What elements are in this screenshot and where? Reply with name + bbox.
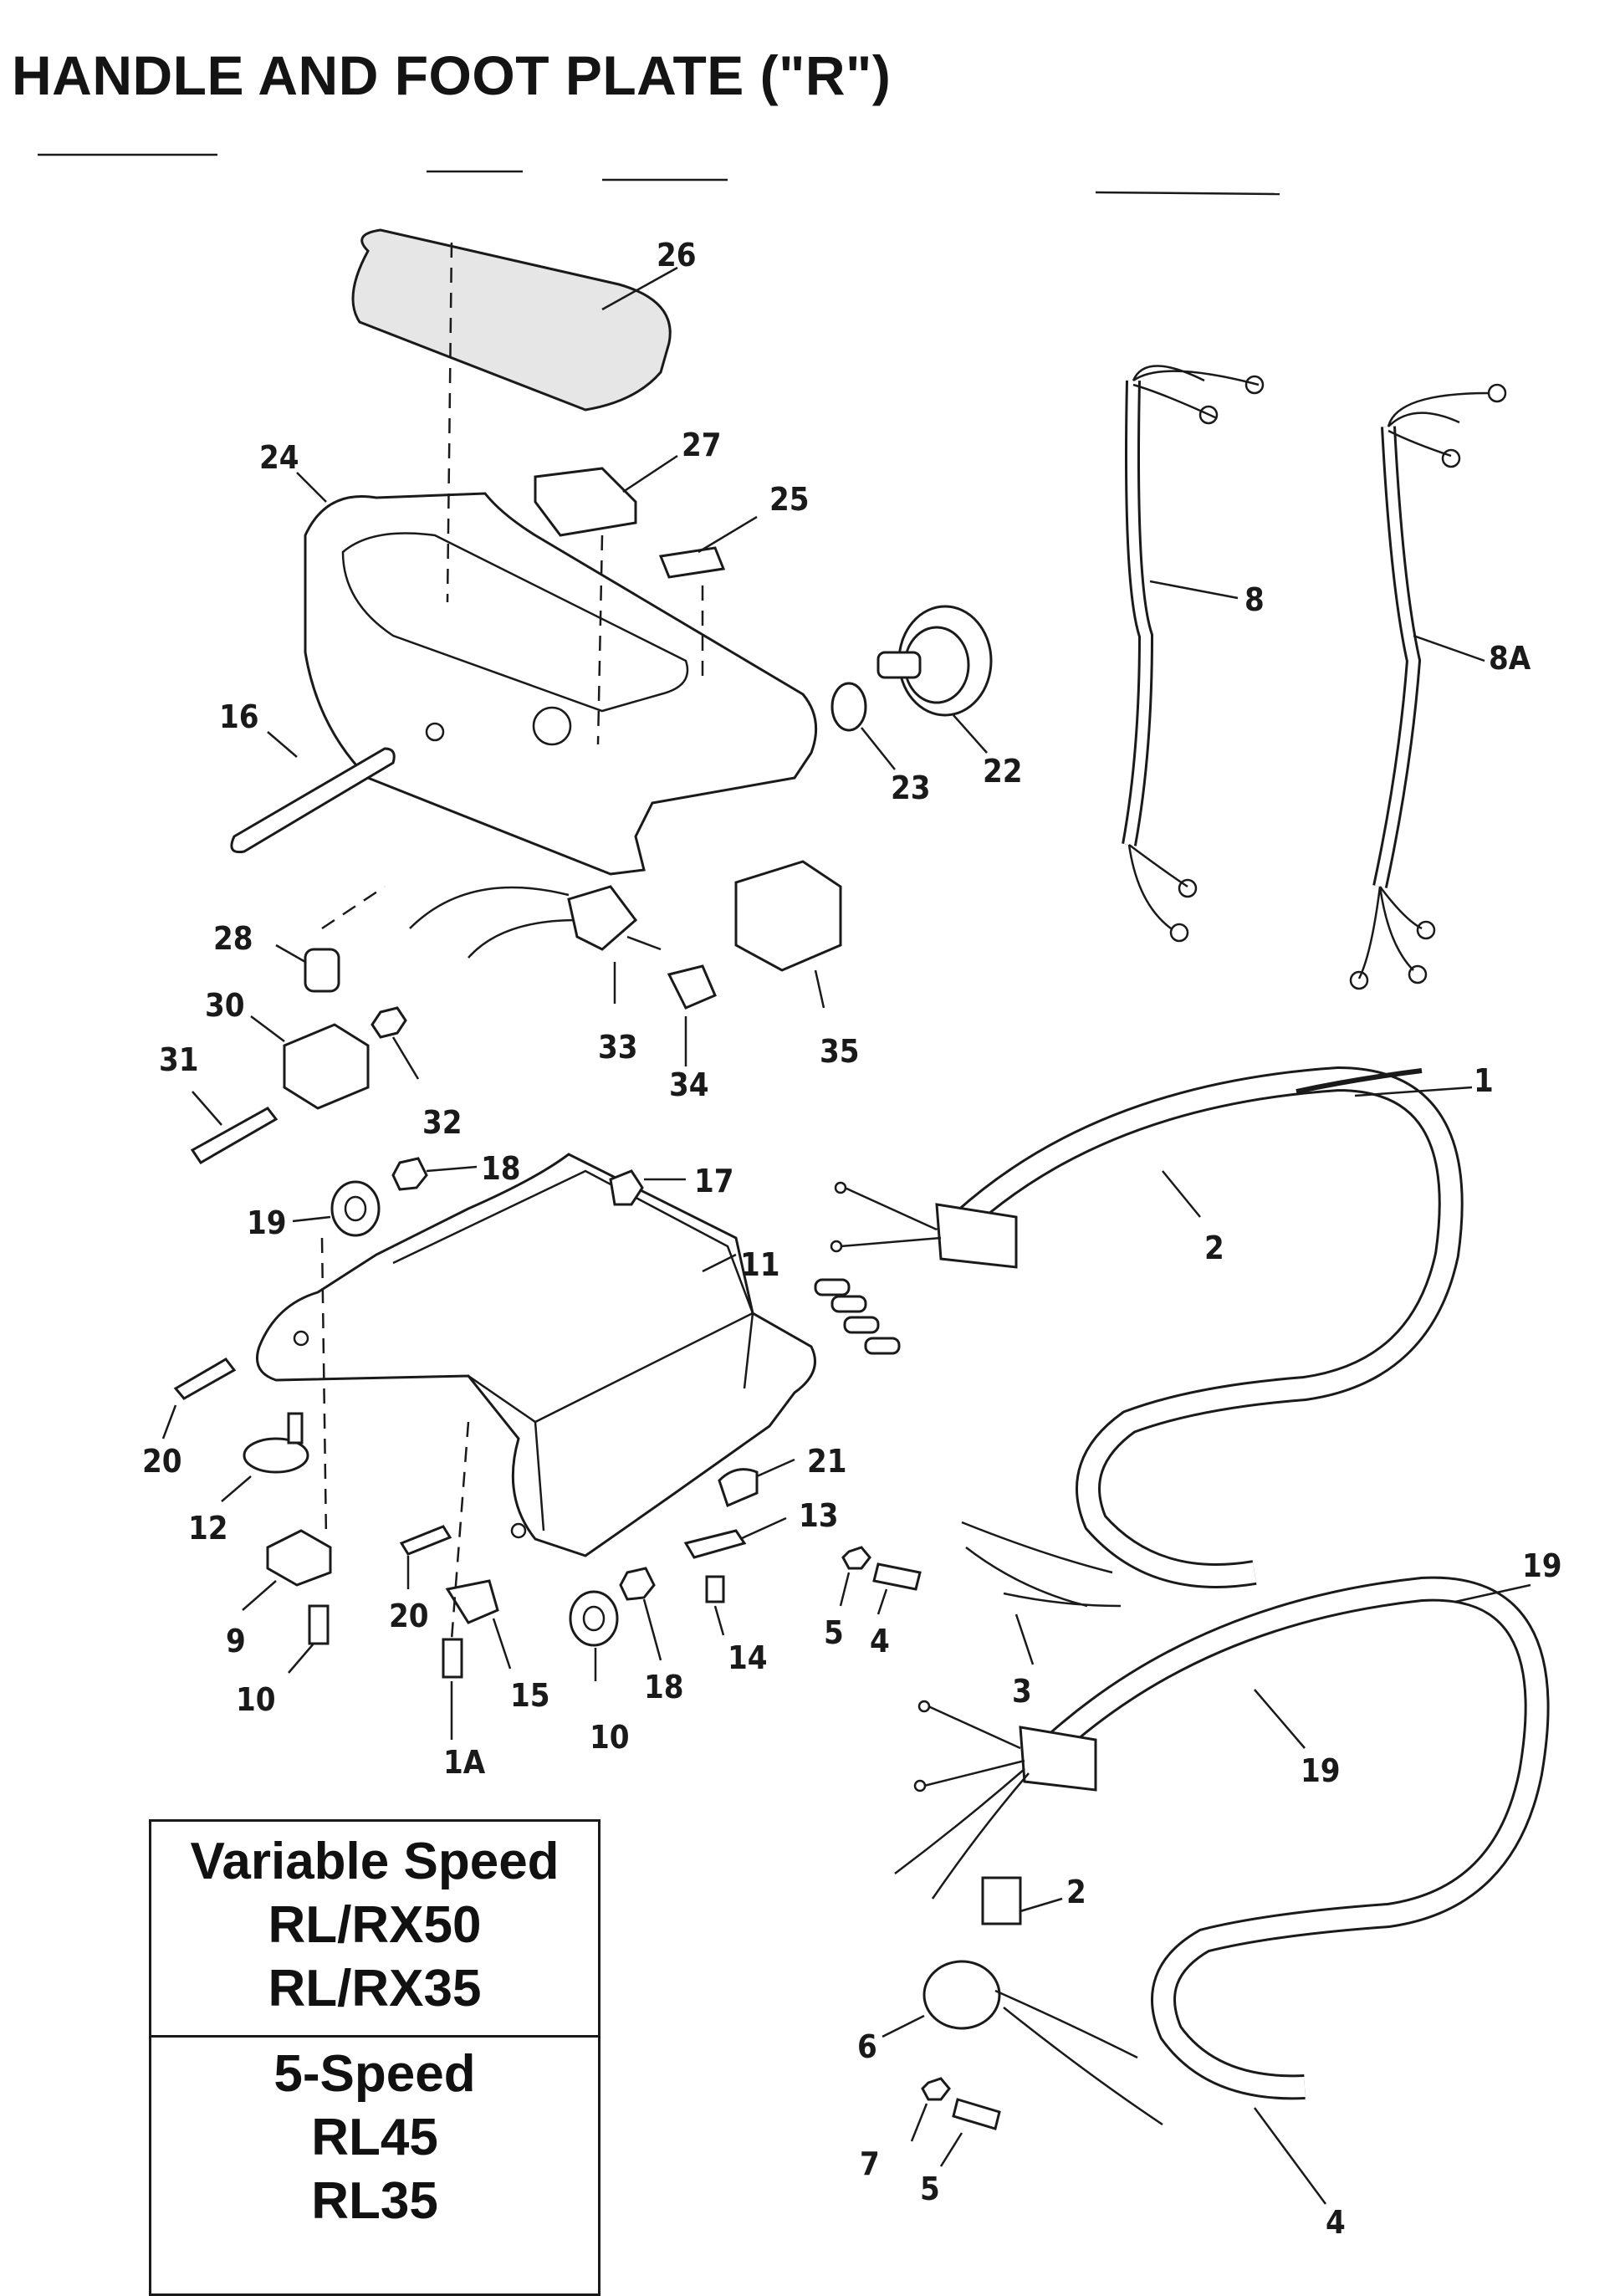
- harness-8-part: [1122, 365, 1265, 943]
- callout-label: 35: [820, 1033, 860, 1070]
- callout-label: 34: [669, 1066, 709, 1103]
- callout-label: 2: [1066, 1874, 1086, 1910]
- foot-plate-part: [256, 1153, 816, 1557]
- callout-label: 12: [188, 1510, 228, 1547]
- spacer-group-part: [292, 1157, 686, 1681]
- callout-label: 18: [481, 1150, 521, 1187]
- callout-label: 30: [205, 987, 245, 1024]
- callout-label: 10: [236, 1681, 276, 1718]
- callout-label: 5: [824, 1614, 844, 1651]
- model-name: RL35: [311, 2172, 438, 2230]
- callout-label: 32: [422, 1104, 462, 1141]
- foot-pad-part: [351, 228, 678, 412]
- callout-label: 1A: [443, 1744, 486, 1781]
- model-applicability-box: Variable Speed RL/RX50 RL/RX35 5-Speed R…: [149, 1819, 600, 2296]
- callout-label: 19: [247, 1204, 287, 1241]
- model-name: RL45: [311, 2109, 438, 2166]
- callout-label: 9: [226, 1623, 246, 1659]
- callout-label: 28: [213, 920, 253, 957]
- cable-assembly-1a-part: [882, 1576, 1550, 2205]
- callout-label: 11: [740, 1246, 780, 1283]
- callout-label: 27: [682, 427, 722, 463]
- clip-group-part: [683, 1458, 795, 1636]
- callout-label: 23: [891, 770, 931, 806]
- model-name: RL/RX50: [268, 1896, 482, 1954]
- callout-label: 10: [590, 1719, 630, 1756]
- callout-label: 4: [870, 1623, 890, 1659]
- five-speed-group: 5-Speed RL45 RL35: [151, 2038, 598, 2233]
- harness-8a-part: [1349, 383, 1507, 990]
- housing-part: [296, 242, 818, 876]
- model-name: RL/RX35: [268, 1960, 482, 2017]
- cover-part: [534, 454, 758, 579]
- model-group-heading: 5-Speed: [273, 2045, 476, 2103]
- rocker-switch-part: [409, 860, 842, 1066]
- callout-label: 26: [657, 237, 697, 274]
- variable-speed-group: Variable Speed RL/RX50 RL/RX35: [151, 1822, 598, 2038]
- callout-label: 3: [1012, 1673, 1032, 1710]
- nut-spring-upper-part: [839, 1546, 922, 1615]
- callout-label: 31: [159, 1041, 199, 1078]
- fastener-group-part: [161, 1237, 512, 1740]
- callout-label: 20: [389, 1598, 429, 1634]
- callout-label: 8: [1244, 581, 1265, 618]
- callout-label: 1: [1474, 1062, 1494, 1099]
- callout-label: 22: [983, 753, 1023, 790]
- callout-label: 6: [857, 2028, 877, 2065]
- switch-group-part: [190, 885, 420, 1165]
- callout-label: 19: [1301, 1752, 1341, 1789]
- callout-label: 18: [644, 1669, 684, 1705]
- callout-label: 2: [1204, 1230, 1224, 1266]
- callout-label: 13: [799, 1497, 839, 1534]
- callout-label: 7: [860, 2145, 880, 2182]
- callout-label: 16: [219, 698, 259, 735]
- callout-label: 4: [1326, 2204, 1346, 2241]
- callout-label: 20: [142, 1443, 182, 1480]
- callout-labels: 26 27 24 25 8 8A 16 22 23 28 33 34 35 30…: [142, 237, 1562, 2241]
- callout-label: 17: [694, 1163, 734, 1199]
- callout-label: 8A: [1489, 640, 1531, 677]
- callout-label: 19: [1522, 1547, 1562, 1584]
- callout-label: 24: [259, 439, 299, 476]
- callout-label: 33: [598, 1029, 638, 1066]
- gear-part: [830, 605, 993, 770]
- page-title: HANDLE AND FOOT PLATE ("R"): [12, 44, 892, 106]
- callout-label: 21: [807, 1443, 847, 1480]
- header-rules: [38, 153, 1280, 196]
- callout-label: 25: [769, 481, 810, 518]
- model-group-heading: Variable Speed: [190, 1833, 560, 1890]
- callout-label: 15: [510, 1677, 550, 1714]
- pin-part: [230, 731, 396, 854]
- callout-label: 14: [728, 1639, 768, 1676]
- cable-assembly-1-part: [814, 1066, 1473, 1665]
- callout-label: 5: [920, 2171, 940, 2207]
- nut-spring-lower-part: [910, 2077, 1001, 2167]
